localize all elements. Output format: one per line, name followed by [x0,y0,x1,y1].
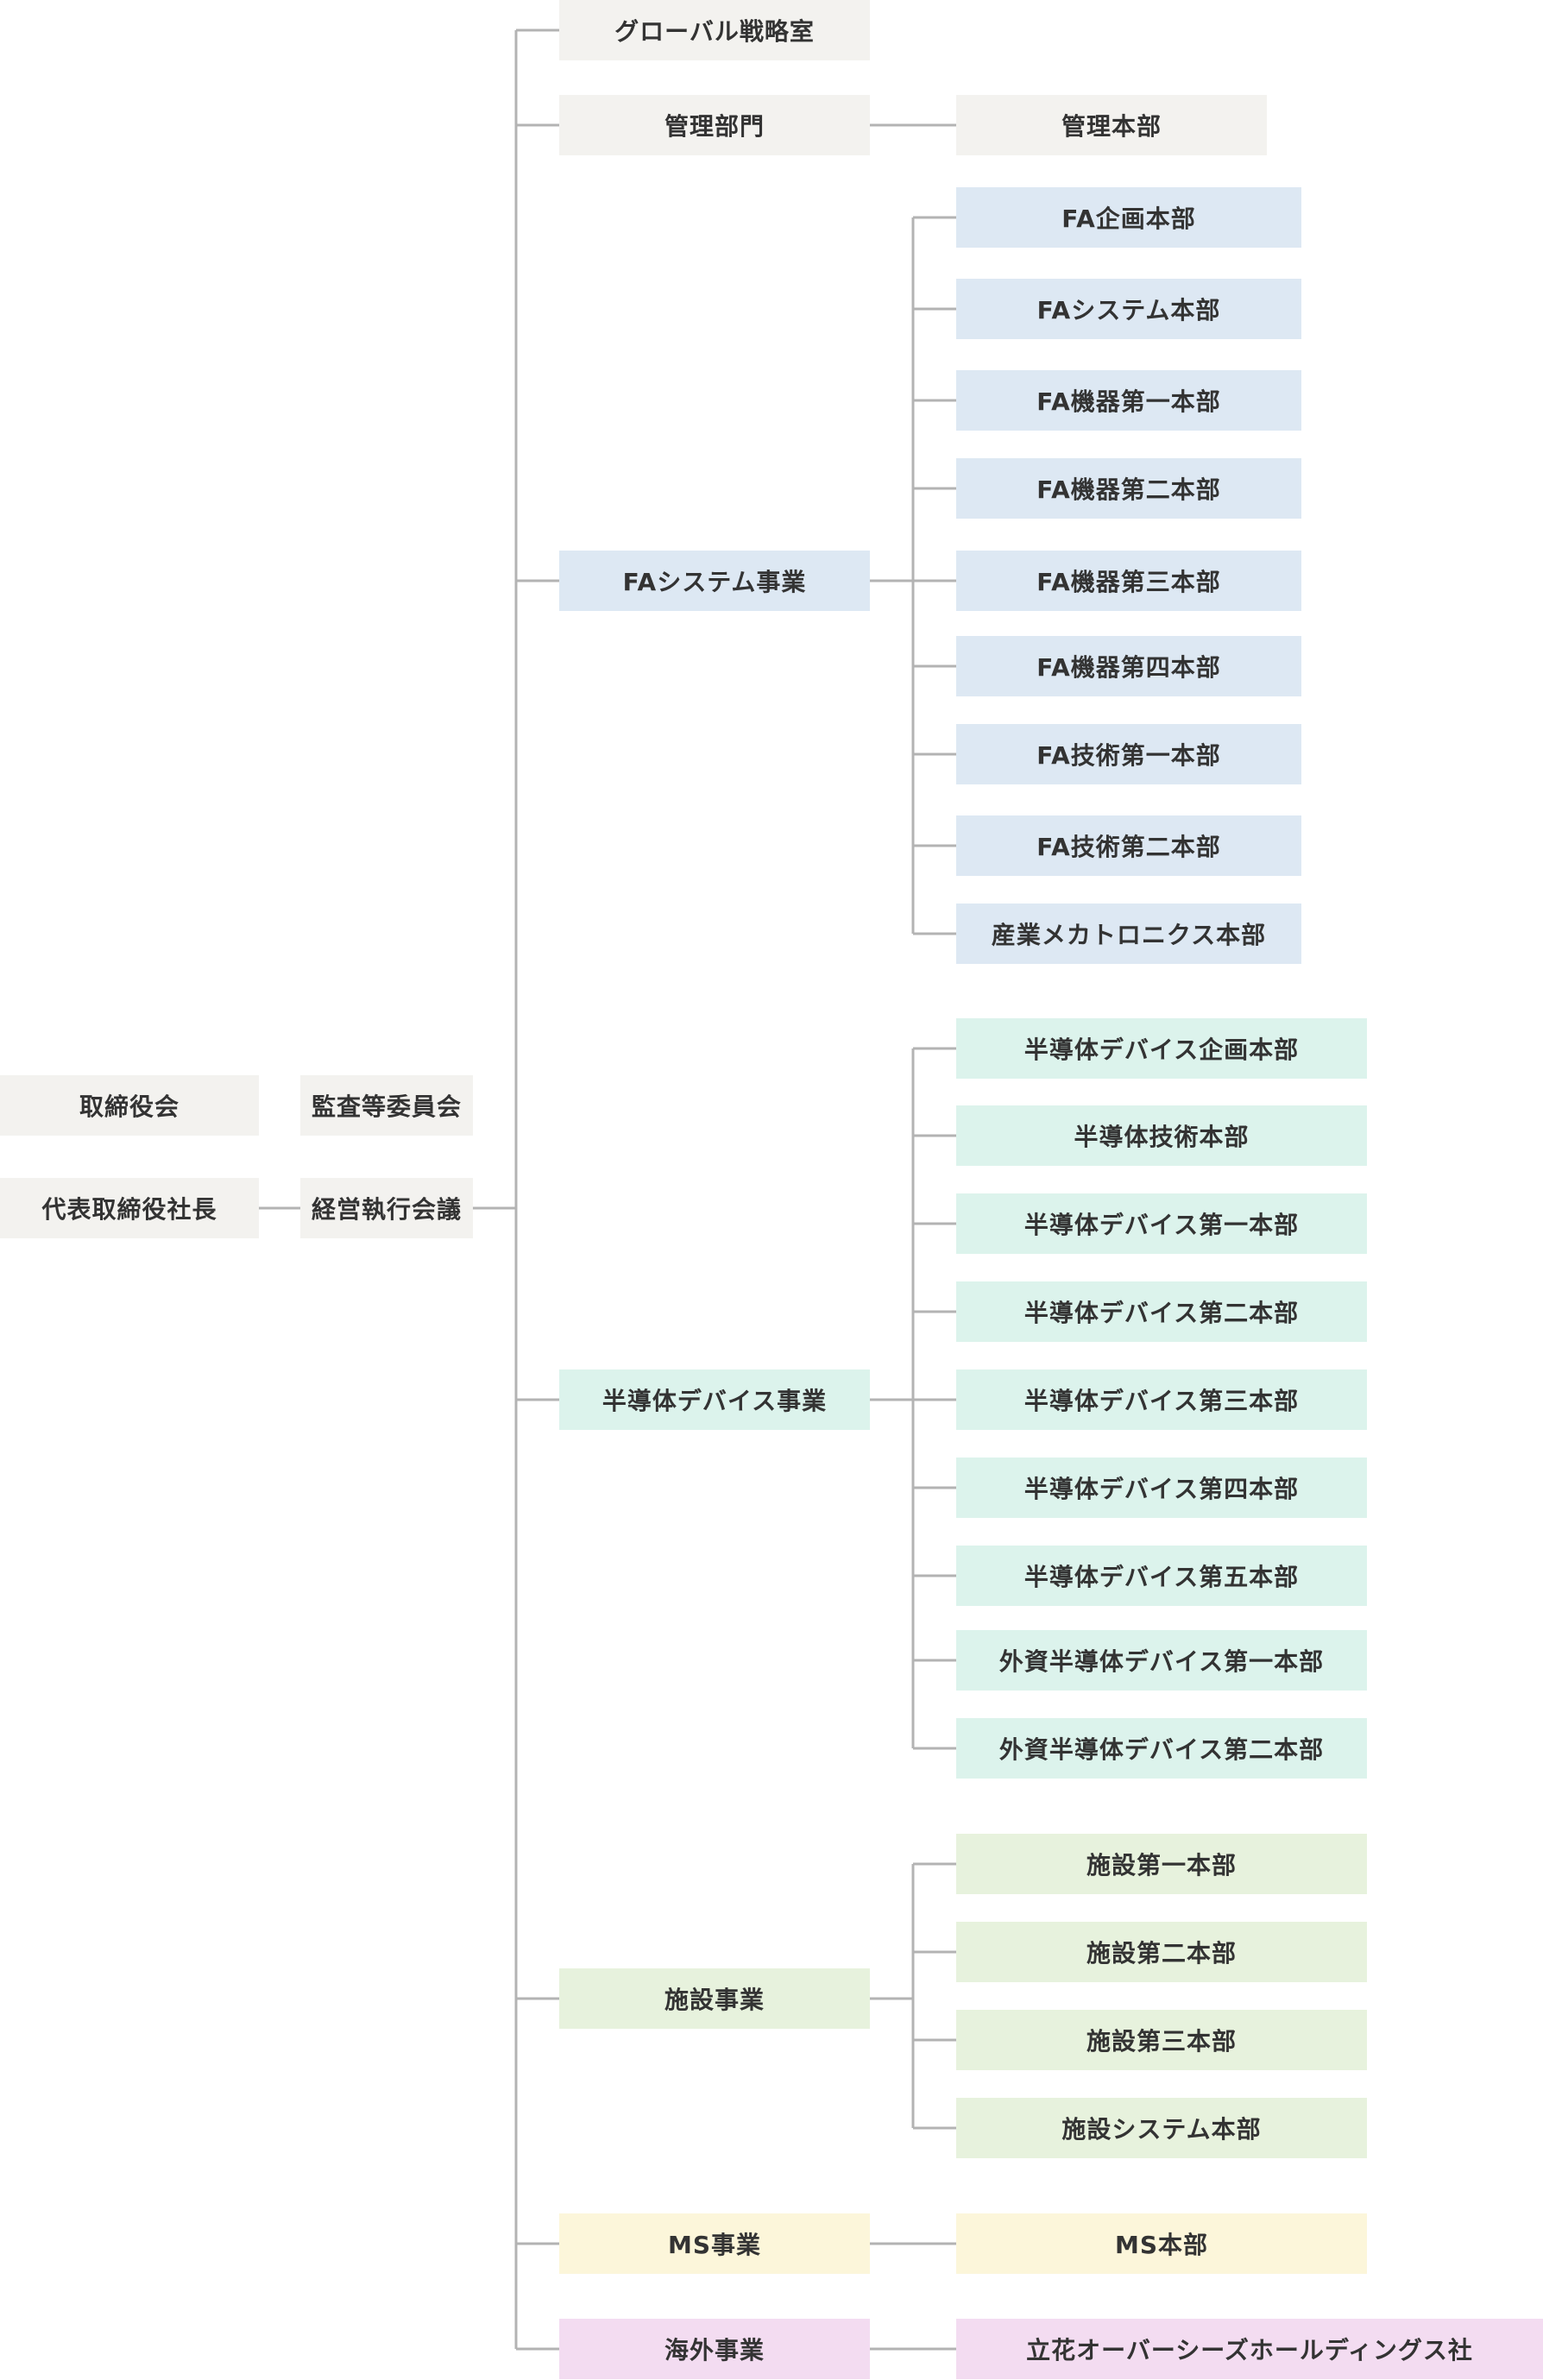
unit-box: 施設システム本部 [956,2098,1367,2158]
unit-box: 外資半導体デバイス第二本部 [956,1718,1367,1779]
unit-box: FA技術第二本部 [956,815,1301,876]
division-box: MS事業 [559,2213,870,2274]
unit-box: 半導体デバイス企画本部 [956,1018,1367,1079]
unit-box: 施設第一本部 [956,1834,1367,1894]
audit-committee-box: 監査等委員会 [300,1075,473,1136]
unit-box: 外資半導体デバイス第一本部 [956,1630,1367,1691]
unit-box: MS本部 [956,2213,1367,2274]
division-box: 管理部門 [559,95,870,155]
division-box: 海外事業 [559,2319,870,2379]
board-of-directors-box: 取締役会 [0,1075,259,1136]
president-box: 代表取締役社長 [0,1178,259,1238]
unit-box: FA技術第一本部 [956,724,1301,784]
unit-box: 半導体デバイス第二本部 [956,1281,1367,1342]
unit-box: 半導体技術本部 [956,1105,1367,1166]
division-box: 施設事業 [559,1968,870,2029]
unit-box: 産業メカトロニクス本部 [956,904,1301,964]
unit-box: 施設第二本部 [956,1922,1367,1982]
unit-box: FAシステム本部 [956,279,1301,339]
unit-box: 施設第三本部 [956,2010,1367,2070]
division-box: 半導体デバイス事業 [559,1369,870,1430]
unit-box: 立花オーバーシーズホールディングス社 [956,2319,1543,2379]
unit-box: FA機器第一本部 [956,370,1301,431]
division-box: グローバル戦略室 [559,0,870,60]
unit-box: FA機器第四本部 [956,636,1301,696]
unit-box: FA機器第三本部 [956,551,1301,611]
unit-box: 管理本部 [956,95,1267,155]
unit-box: 半導体デバイス第三本部 [956,1369,1367,1430]
unit-box: 半導体デバイス第四本部 [956,1458,1367,1518]
unit-box: 半導体デバイス第一本部 [956,1193,1367,1254]
executive-meeting-box: 経営執行会議 [300,1178,473,1238]
unit-box: FA企画本部 [956,187,1301,248]
unit-box: FA機器第二本部 [956,458,1301,519]
division-box: FAシステム事業 [559,551,870,611]
unit-box: 半導体デバイス第五本部 [956,1546,1367,1606]
